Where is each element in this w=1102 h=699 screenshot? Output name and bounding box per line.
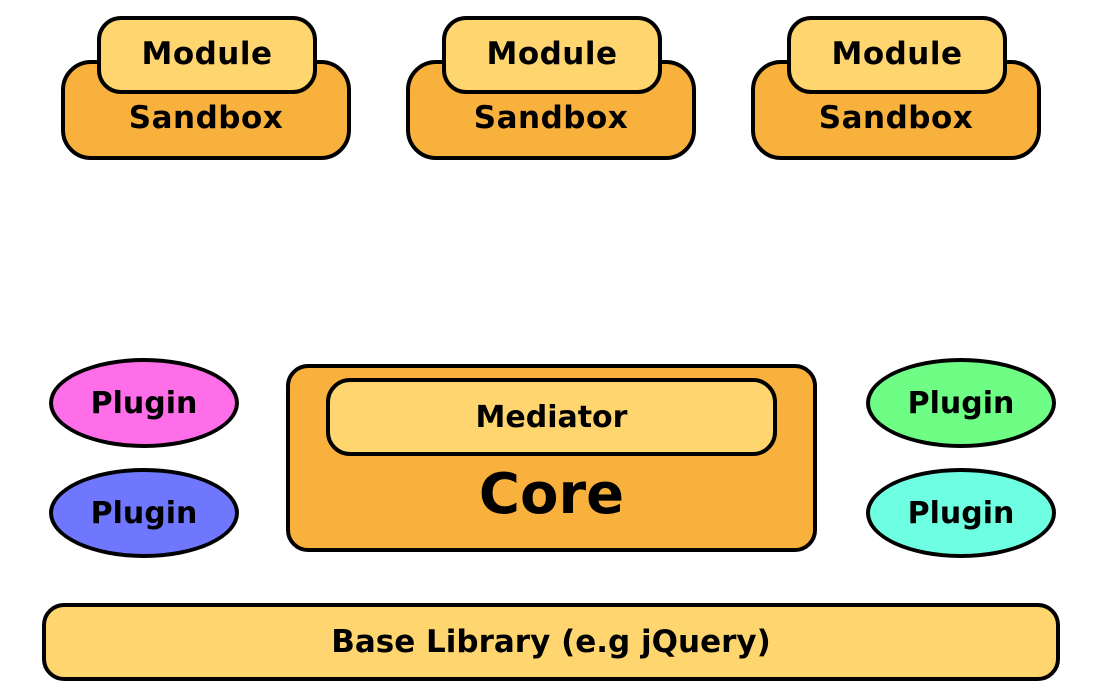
plugin-right-bottom: Plugin (866, 468, 1056, 558)
plugin-left-top: Plugin (49, 358, 239, 448)
base-library-box: Base Library (e.g jQuery) (42, 603, 1060, 681)
mediator-label: Mediator (475, 399, 628, 435)
plugin-left-bottom: Plugin (49, 468, 239, 558)
sandbox-label: Sandbox (473, 100, 629, 136)
plugin-right-top: Plugin (866, 358, 1056, 448)
module-box-1: Module (97, 16, 317, 94)
module-box-3: Module (787, 16, 1007, 94)
mediator-box: Mediator (326, 378, 777, 456)
module-box-2: Module (442, 16, 662, 94)
plugin-label: Plugin (907, 495, 1015, 531)
sandbox-label: Sandbox (818, 100, 974, 136)
module-label: Module (141, 36, 273, 72)
plugin-label: Plugin (90, 495, 198, 531)
module-label: Module (486, 36, 618, 72)
plugin-label: Plugin (907, 385, 1015, 421)
plugin-label: Plugin (90, 385, 198, 421)
base-library-label: Base Library (e.g jQuery) (331, 624, 771, 660)
module-label: Module (831, 36, 963, 72)
sandbox-label: Sandbox (128, 100, 284, 136)
